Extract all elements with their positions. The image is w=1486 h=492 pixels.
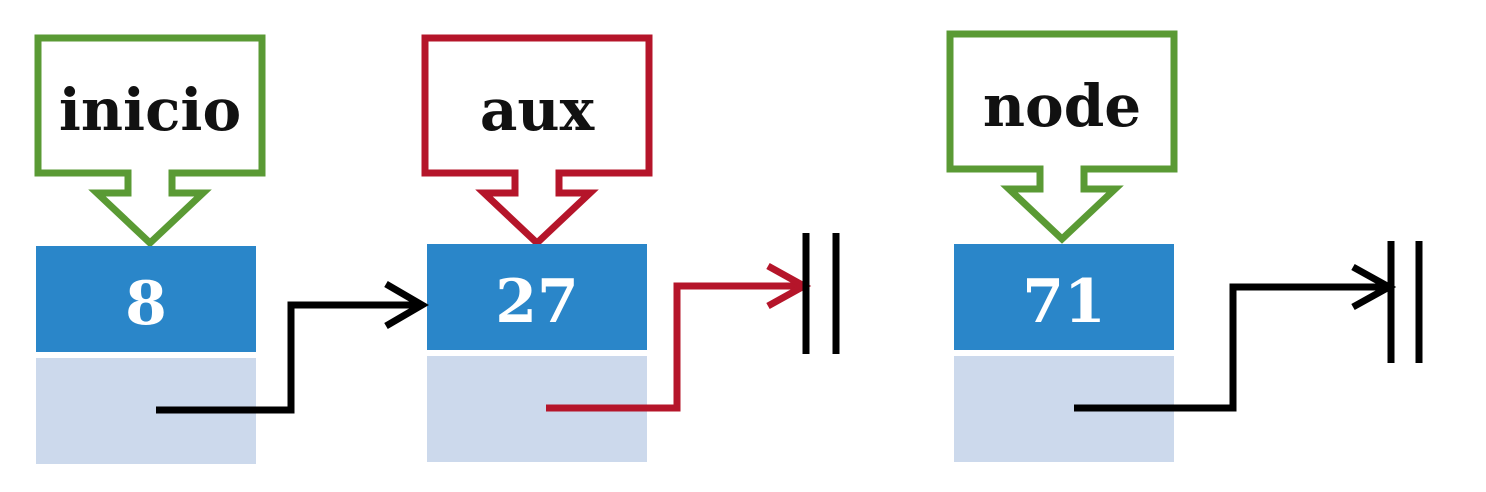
pointer-aux-callout [421, 34, 653, 248]
link-node1-to-node2 [156, 280, 429, 414]
node-2: 27 [427, 244, 647, 462]
node-1-value-cell [36, 246, 256, 352]
pointer-aux: aux [421, 34, 653, 248]
pointer-node-label: node [983, 72, 1141, 140]
node-1: 8 [36, 246, 256, 464]
pointer-inicio: inicio [34, 34, 266, 248]
pointer-node: node [946, 30, 1178, 244]
null-terminator-node2 [802, 233, 840, 354]
link-node1-line [156, 301, 418, 414]
link-node1-arrowhead [384, 280, 429, 330]
node-3: 71 [954, 244, 1174, 462]
node-2-value-cell [427, 244, 647, 350]
pointer-inicio-label: inicio [59, 76, 241, 144]
link-node3-line [1074, 283, 1385, 412]
node-1-value: 8 [125, 269, 167, 339]
link-node2-line [546, 282, 800, 412]
pointer-inicio-callout [34, 34, 266, 248]
node-3-value: 71 [1022, 267, 1106, 337]
null-terminator-node3 [1387, 241, 1423, 363]
node-2-value: 27 [495, 267, 579, 337]
pointer-aux-label: aux [480, 76, 595, 144]
pointer-node-callout [946, 30, 1178, 244]
node-3-value-cell [954, 244, 1174, 350]
